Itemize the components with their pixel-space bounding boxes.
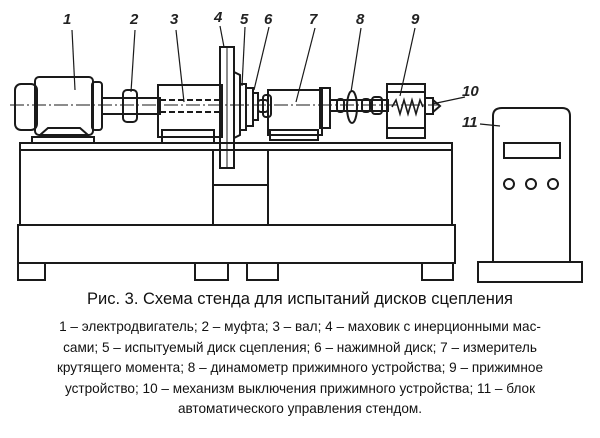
label-4: 4 bbox=[213, 9, 223, 26]
label-8: 8 bbox=[356, 11, 365, 28]
label-7: 7 bbox=[309, 11, 318, 28]
control-unit bbox=[477, 107, 583, 283]
leader-lines bbox=[71, 25, 501, 127]
label-11: 11 bbox=[462, 114, 478, 131]
knob bbox=[525, 178, 537, 190]
knob bbox=[547, 178, 559, 190]
dynamometer bbox=[329, 90, 389, 124]
legend-line: 1 – электродвигатель; 2 – муфта; 3 – вал… bbox=[59, 319, 541, 334]
pressing-device bbox=[386, 83, 442, 139]
label-6: 6 bbox=[264, 11, 273, 28]
label-9: 9 bbox=[411, 11, 420, 28]
stand-base bbox=[17, 142, 456, 281]
legend-line: сами; 5 – испытуемый диск сцепления; 6 –… bbox=[63, 339, 537, 355]
foot bbox=[194, 262, 229, 281]
legend-line: автоматического управления стендом. bbox=[177, 401, 423, 416]
coupling bbox=[122, 89, 138, 123]
label-10: 10 bbox=[462, 83, 479, 100]
legend-line: крутящего момента; 8 – динамометр прижим… bbox=[56, 360, 544, 375]
legend-line: устройство; 10 – механизм выключения при… bbox=[64, 380, 536, 396]
part-labels: 1 2 3 4 5 6 7 8 9 10 11 bbox=[63, 9, 479, 131]
test-stand-diagram: 1 2 3 4 5 6 7 8 9 10 11 bbox=[10, 9, 583, 283]
torque-meter bbox=[262, 87, 331, 141]
shaft bbox=[101, 84, 223, 144]
foot bbox=[246, 262, 279, 281]
label-5: 5 bbox=[240, 11, 249, 28]
knob bbox=[503, 178, 515, 190]
figure-title: Рис. 3. Схема стенда для испытаний диско… bbox=[87, 290, 513, 308]
label-2: 2 bbox=[129, 11, 139, 28]
label-3: 3 bbox=[170, 11, 179, 28]
foot bbox=[17, 262, 46, 281]
display bbox=[503, 142, 561, 159]
foot bbox=[421, 262, 454, 281]
electric-motor bbox=[14, 76, 103, 143]
label-1: 1 bbox=[63, 11, 71, 28]
